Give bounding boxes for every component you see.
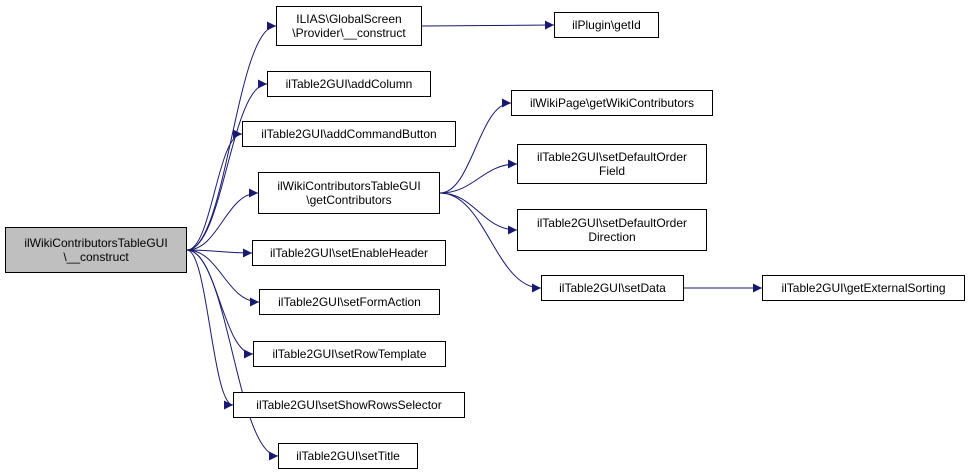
node-wiki-contributors-construct[interactable]: ilWikiContributorsTableGUI \__construct bbox=[5, 227, 187, 273]
node-global-screen-provider-construct[interactable]: ILIAS\GlobalScreen \Provider\__construct bbox=[276, 6, 422, 46]
node-get-external-sorting[interactable]: ilTable2GUI\getExternalSorting bbox=[762, 275, 965, 301]
node-set-data[interactable]: ilTable2GUI\setData bbox=[541, 275, 684, 301]
edge-root-to-n1 bbox=[186, 21, 277, 251]
node-set-form-action[interactable]: ilTable2GUI\setFormAction bbox=[259, 289, 440, 315]
node-set-default-order-field[interactable]: ilTable2GUI\setDefaultOrder Field bbox=[517, 144, 707, 184]
node-set-row-template[interactable]: ilTable2GUI\setRowTemplate bbox=[253, 341, 446, 367]
edge-root-to-n3 bbox=[186, 129, 243, 251]
edge-n4-to-n11 bbox=[439, 98, 512, 194]
edge-root-to-n6 bbox=[186, 249, 260, 307]
edge-root-to-n8 bbox=[186, 249, 234, 410]
edge-root-to-n5 bbox=[186, 248, 253, 258]
edge-root-to-n7 bbox=[186, 249, 254, 359]
node-get-contributors[interactable]: ilWikiContributorsTableGUI \getContribut… bbox=[258, 172, 440, 214]
edge-root-to-n4 bbox=[186, 188, 259, 251]
node-set-default-order-direction[interactable]: ilTable2GUI\setDefaultOrder Direction bbox=[517, 209, 707, 251]
node-set-title[interactable]: ilTable2GUI\setTitle bbox=[278, 443, 418, 469]
edge-n4-to-n13 bbox=[439, 192, 518, 235]
node-set-show-rows-selector[interactable]: ilTable2GUI\setShowRowsSelector bbox=[233, 392, 465, 418]
node-set-enable-header[interactable]: ilTable2GUI\setEnableHeader bbox=[252, 240, 446, 266]
node-add-command-button[interactable]: ilTable2GUI\addCommandButton bbox=[242, 121, 456, 147]
edge-n4-to-n12 bbox=[439, 159, 518, 194]
node-add-column[interactable]: ilTable2GUI\addColumn bbox=[267, 71, 431, 97]
node-plugin-get-id[interactable]: ilPlugin\getId bbox=[554, 12, 659, 38]
edge-n1-to-n10 bbox=[421, 20, 555, 30]
edge-n4-to-n14 bbox=[439, 192, 542, 293]
edge-root-to-n9 bbox=[186, 249, 279, 461]
node-get-wiki-contributors[interactable]: ilWikiPage\getWikiContributors bbox=[511, 90, 713, 116]
edge-root-to-n2 bbox=[186, 79, 268, 251]
